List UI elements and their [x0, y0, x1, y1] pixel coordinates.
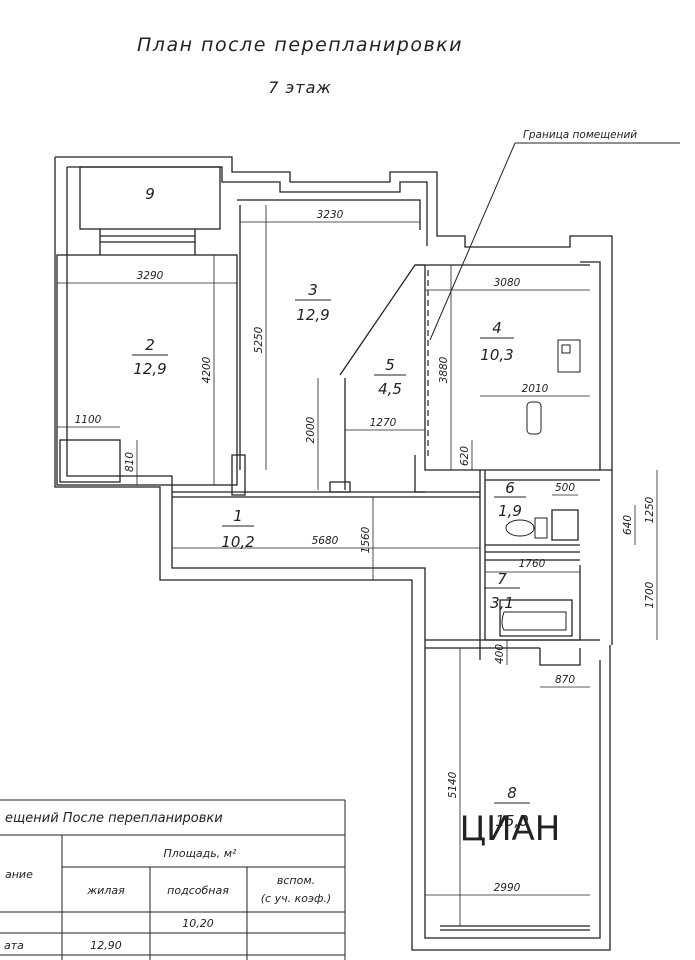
dim-5680: 5680 — [312, 535, 339, 547]
table-title: ещений После перепланировки — [5, 811, 223, 826]
room-5-area: 4,5 — [378, 380, 402, 398]
table-col-name: ание — [5, 868, 33, 881]
plan-title: План после перепланировки — [137, 34, 463, 56]
room-1-number: 1 — [233, 507, 243, 525]
dim-4200: 4200 — [201, 356, 213, 383]
dim-3290: 3290 — [137, 270, 164, 282]
dim-2000: 2000 — [305, 416, 317, 443]
dim-500: 500 — [555, 482, 575, 494]
boundary-label: Граница помещений — [523, 129, 637, 141]
dim-1700: 1700 — [644, 581, 656, 608]
table-col-aux2-line1: вспом. — [277, 874, 315, 887]
room-6-number: 6 — [505, 479, 515, 497]
room-1-area: 10,2 — [221, 533, 254, 551]
dim-1760: 1760 — [519, 558, 546, 570]
room-6-area: 1,9 — [498, 502, 522, 520]
watermark: ЦИАН — [460, 809, 561, 849]
table-col-aux: подсобная — [167, 884, 229, 897]
dim-1100: 1100 — [75, 414, 102, 426]
room-3-area: 12,9 — [296, 306, 329, 324]
dim-3880: 3880 — [438, 356, 450, 383]
table-col-living: жилая — [86, 884, 125, 897]
table-row2-name: ата — [4, 939, 24, 952]
room-2-number: 2 — [145, 336, 155, 354]
dim-810: 810 — [124, 452, 136, 472]
room-8-area: 15,0 — [495, 812, 528, 830]
dim-2990: 2990 — [494, 882, 521, 894]
balcony-9-box — [79, 166, 221, 230]
table-row1-aux: 10,20 — [182, 917, 214, 930]
room-8-number: 8 — [507, 784, 517, 802]
dim-2010: 2010 — [522, 383, 549, 395]
dim-5250: 5250 — [253, 326, 265, 353]
table-col-aux2-line2: (с уч. коэф.) — [261, 892, 331, 905]
dim-1250: 1250 — [644, 496, 656, 523]
room-7-area: 3,1 — [490, 594, 514, 612]
room-7-number: 7 — [497, 570, 507, 588]
dim-3230: 3230 — [317, 209, 344, 221]
outer-wall — [54, 157, 611, 951]
outer-wall — [66, 167, 601, 939]
room-4-number: 4 — [492, 319, 502, 337]
floor-label: 7 этаж — [268, 78, 332, 97]
dim-3080: 3080 — [494, 277, 521, 289]
dim-400: 400 — [494, 644, 506, 664]
dim-620: 620 — [459, 446, 471, 466]
room-3-number: 3 — [308, 281, 318, 299]
dim-870: 870 — [555, 674, 575, 686]
room-2-outline — [56, 254, 238, 486]
table-area-header: Площадь, м² — [164, 847, 238, 860]
room-3-outline — [231, 199, 421, 496]
outer-wall — [55, 156, 613, 471]
room-5-number: 5 — [385, 356, 395, 374]
room-2-area: 12,9 — [133, 360, 166, 378]
room-4-area: 10,3 — [480, 346, 513, 364]
dim-1560: 1560 — [360, 526, 372, 553]
outer-wall — [67, 166, 428, 246]
room-9-number: 9 — [145, 185, 155, 203]
dim-5140: 5140 — [447, 771, 459, 798]
table-row2-living: 12,90 — [90, 939, 122, 952]
dim-1270: 1270 — [370, 417, 397, 429]
dim-640: 640 — [622, 515, 634, 535]
